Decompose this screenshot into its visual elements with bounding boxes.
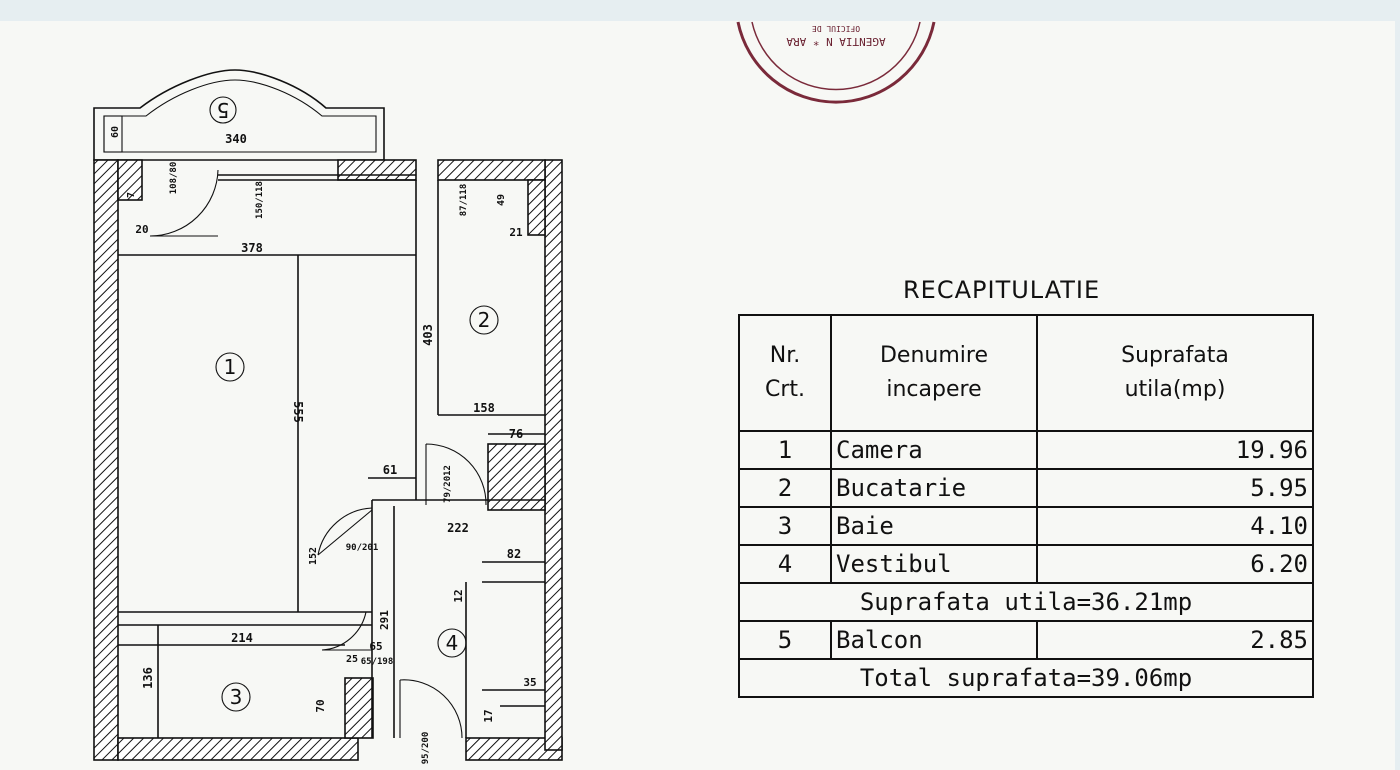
dim-25: 25 (346, 654, 358, 665)
dim-20: 20 (135, 223, 148, 236)
header-denumire: Denumire incapere (830, 314, 1038, 432)
dim-555: 555 (291, 401, 305, 423)
dim-152: 152 (308, 547, 319, 565)
svg-text:OFICIUL DE: OFICIUL DE (812, 24, 860, 33)
room-labels: 1 2 3 4 (215, 305, 499, 712)
dim-378: 378 (241, 241, 263, 255)
dim-214: 214 (231, 631, 253, 645)
dim-door-room: 90/201 (346, 543, 379, 553)
dim-door-entry: 95/200 (421, 732, 431, 765)
row-area: 5.95 (1036, 468, 1314, 508)
dim-136: 136 (141, 667, 155, 689)
row-area: 19.96 (1036, 430, 1314, 470)
doors (149, 169, 487, 739)
total-row: Total suprafata=39.06mp (738, 658, 1314, 698)
row-nr: 4 (738, 544, 832, 584)
dim-60: 60 (110, 126, 121, 138)
recap-title: RECAPITULATIE (903, 276, 1101, 304)
row-name: Camera (830, 430, 1038, 470)
dim-222: 222 (447, 521, 469, 535)
dim-door-balcon: 108/80 (169, 162, 179, 195)
table-header-row: Nr. Crt. Denumire incapere Suprafata uti… (738, 314, 1314, 432)
room-number-5: 5 (217, 98, 230, 122)
dim-82: 82 (507, 547, 521, 561)
balcony: 340 60 5 (93, 69, 385, 161)
interior-walls (118, 174, 545, 738)
row-area: 6.20 (1036, 544, 1314, 584)
dim-158: 158 (473, 401, 495, 415)
table-row: 4 Vestibul 6.20 (738, 544, 1314, 584)
header-nr: Nr. Crt. (738, 314, 832, 432)
dimension-labels: 378 555 403 158 76 61 222 82 214 136 291… (126, 162, 537, 765)
total-text: Total suprafata=39.06mp (738, 658, 1314, 698)
dim-door-main: 150/118 (255, 181, 265, 219)
dim-70: 70 (314, 699, 327, 712)
table-row: 3 Baie 4.10 (738, 506, 1314, 546)
row-nr: 5 (738, 620, 832, 660)
dim-35: 35 (523, 676, 536, 689)
outer-walls (93, 159, 563, 761)
table-row: 1 Camera 19.96 (738, 430, 1314, 470)
subtotal-row: Suprafata utila=36.21mp (738, 582, 1314, 622)
row-area: 4.10 (1036, 506, 1314, 546)
row-nr: 2 (738, 468, 832, 508)
dim-door-kitchen: 87/118 (459, 184, 469, 217)
dim-291: 291 (378, 610, 391, 630)
dim-65: 65 (369, 640, 382, 653)
dim-door-kitchen2: 79/2012 (443, 465, 453, 503)
dim-21: 21 (509, 226, 523, 239)
row-nr: 1 (738, 430, 832, 470)
table-row: 5 Balcon 2.85 (738, 620, 1314, 660)
dim-76: 76 (509, 427, 523, 441)
dim-403: 403 (421, 324, 435, 346)
right-edge-bar (1395, 21, 1400, 770)
row-name: Baie (830, 506, 1038, 546)
room-number-4: 4 (446, 631, 459, 655)
row-name: Balcon (830, 620, 1038, 660)
dim-17: 17 (482, 709, 495, 722)
row-name: Vestibul (830, 544, 1038, 584)
dim-door-bath: 65/198 (361, 657, 394, 667)
room-number-2: 2 (478, 308, 491, 332)
room-number-1: 1 (224, 355, 237, 379)
dim-7: 7 (126, 192, 137, 198)
recap-table: Nr. Crt. Denumire incapere Suprafata uti… (738, 314, 1314, 698)
row-nr: 3 (738, 506, 832, 546)
row-area: 2.85 (1036, 620, 1314, 660)
header-suprafata: Suprafata utila(mp) (1036, 314, 1314, 432)
row-name: Bucatarie (830, 468, 1038, 508)
top-bar (0, 0, 1400, 21)
room-number-3: 3 (230, 685, 243, 709)
svg-text:AGENTIA N * ARA: AGENTIA N * ARA (786, 35, 886, 48)
dim-12: 12 (452, 589, 465, 602)
subtotal-text: Suprafata utila=36.21mp (738, 582, 1314, 622)
dim-340: 340 (225, 132, 247, 146)
table-row: 2 Bucatarie 5.95 (738, 468, 1314, 508)
dim-61: 61 (383, 463, 397, 477)
dim-49: 49 (496, 194, 507, 206)
official-stamp: AGENTIA N * ARA OFICIUL DE (736, 21, 936, 104)
